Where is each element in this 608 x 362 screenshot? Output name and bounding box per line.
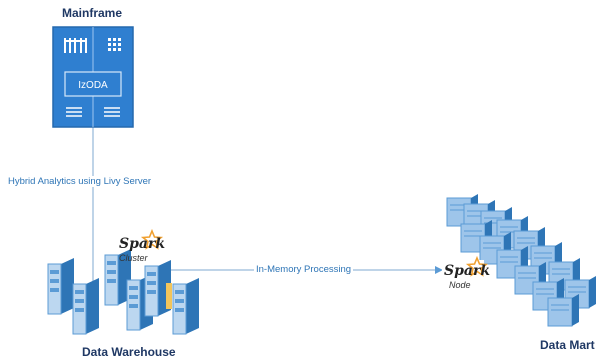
inmemory-arrowhead [435,266,443,274]
in-memory-processing-label: In-Memory Processing [254,264,354,275]
spark-node-wordmark: Spark [444,263,490,279]
data-mart-title: Data Mart [540,338,595,352]
server-icon [72,278,99,335]
mainframe-vents [66,107,120,117]
data-warehouse-title: Data Warehouse [82,345,176,359]
spark-cluster-sublabel: Cluster [119,253,149,263]
mainframe-title: Mainframe [62,6,123,20]
server-icon [47,258,74,315]
mainframe-grid-icon [108,38,121,51]
warehouse-server-cluster [47,249,199,335]
spark-star-icon [465,255,489,277]
mainframe-slots-left [64,38,87,53]
spark-node-logo: Spark Node [442,255,490,290]
server-icon [172,278,199,335]
server-icon [547,294,579,327]
mainframe-panel [64,71,122,97]
storage-accent [166,283,172,309]
spark-cluster-logo: Spark Cluster [119,228,165,263]
spark-star-icon [140,228,164,250]
hybrid-analytics-label: Hybrid Analytics using Livy Server [6,176,154,187]
spark-cluster-wordmark: Spark [119,236,165,252]
mainframe-panel-label: IzODA [78,80,108,91]
datamart-server-cluster [446,194,596,327]
mainframe-icon: IzODA [52,26,134,128]
spark-node-sublabel: Node [449,280,471,290]
